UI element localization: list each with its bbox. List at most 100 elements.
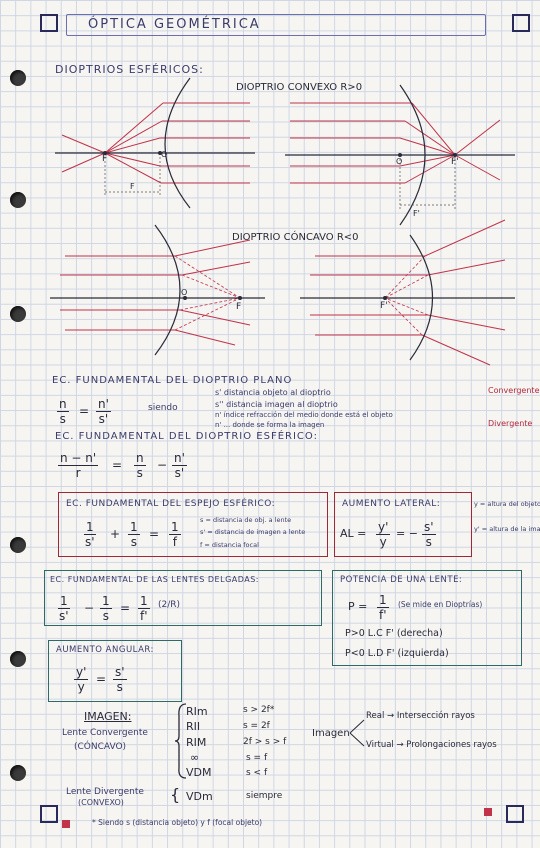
page-title: ÓPTICA GEOMÉTRICA: [88, 17, 261, 32]
convex-label: DIOPTRIO CONVEXO R>0: [236, 82, 363, 93]
lentes-box: [44, 570, 322, 626]
binder-hole: [10, 651, 26, 667]
lente-divergente-label: Lente Divergente: [66, 787, 144, 797]
origin-label: O: [396, 157, 403, 166]
imagen-cond: siempre: [246, 791, 283, 801]
plano-def: n' ... donde se forma la imagen: [215, 421, 325, 429]
minus-sign: −: [157, 458, 168, 472]
concavo-label: (CÓNCAVO): [74, 742, 127, 752]
equals-sign: =: [112, 458, 123, 472]
aumento-lateral-box: [334, 492, 472, 557]
fraction: n's': [96, 397, 111, 426]
binder-hole: [10, 70, 26, 86]
notebook-corner-icon: [506, 805, 524, 823]
siendo-label: siendo: [148, 403, 178, 413]
imagen-cond: s < f: [246, 768, 268, 778]
imagen-tipo: RIm: [186, 705, 208, 718]
dioptrios-heading: DIOPTRIOS ESFÉRICOS:: [55, 63, 204, 76]
plano-heading: EC. FUNDAMENTAL DEL DIOPTRIO PLANO: [52, 375, 293, 386]
fraction: y'y: [74, 665, 89, 694]
focus-label: F: [236, 302, 242, 312]
imagen-cond: 2f > s > f: [243, 737, 287, 747]
imagen-cond: s > 2f*: [243, 705, 275, 715]
focus-label: F': [451, 157, 459, 167]
aumento-angular-heading: AUMENTO ANGULAR:: [56, 645, 154, 655]
binder-hole: [10, 192, 26, 208]
convergente-note: Convergente: [488, 386, 540, 395]
imagen-cond: s = f: [246, 753, 268, 763]
esferico-heading: EC. FUNDAMENTAL DEL DIOPTRIO ESFÉRICO:: [55, 431, 318, 442]
fraction: n's': [172, 451, 187, 480]
notebook-corner-icon: [40, 805, 58, 823]
al-note: y' = altura de la imagen: [474, 525, 540, 533]
imagen-heading: IMAGEN:: [84, 710, 132, 723]
origin-label: O: [161, 150, 168, 159]
plano-def: s'' distancia imagen al dioptrio: [215, 400, 338, 409]
imagen-virtual: Virtual → Prolongaciones rayos: [366, 740, 497, 750]
aumento-angular-box: [48, 640, 182, 702]
focus-label: F: [130, 182, 135, 191]
imagen-tipo: VDM: [186, 766, 212, 779]
binder-hole: [10, 306, 26, 322]
brace-icon: [174, 703, 187, 779]
espejo-def: f = distancia focal: [200, 541, 259, 549]
espejo-box: [58, 492, 328, 557]
footnote: * Siendo s (distancia objeto) y f (focal…: [92, 818, 263, 827]
dioptrios-diagrams: [50, 77, 515, 366]
imagen-real: Real → Intersección rayos: [366, 711, 475, 721]
fraction: s's: [422, 520, 436, 549]
lentes-extra: (2/R): [158, 600, 181, 610]
fraction: y'y: [376, 520, 391, 549]
imagen-tipo: ∞: [190, 751, 200, 764]
potencia-row: P>0 L.C F' (derecha): [345, 628, 443, 639]
plano-def: s' distancia objeto al dioptrio: [215, 388, 331, 397]
equals-sign: =: [120, 601, 131, 615]
lente-convergente-label: Lente Convergente: [62, 728, 148, 738]
fraction: s's: [113, 665, 127, 694]
notebook-corner-icon: [512, 14, 530, 32]
title-box: [66, 14, 486, 36]
imagen-tipo: RII: [186, 720, 201, 733]
focus-label: F: [102, 154, 108, 164]
divergente-note: Divergente: [488, 419, 533, 428]
imagen-tipo: RIM: [186, 736, 207, 749]
equals-sign: = −: [396, 527, 418, 540]
potencia-box: [332, 570, 522, 666]
equals-sign: =: [79, 404, 90, 418]
origin-label: O: [181, 288, 188, 297]
notebook-corner-icon: [40, 14, 58, 32]
potencia-heading: POTENCIA DE UNA LENTE:: [340, 575, 463, 585]
fraction: n − n'r: [58, 451, 99, 480]
espejo-heading: EC. FUNDAMENTAL DEL ESPEJO ESFÉRICO:: [66, 499, 276, 509]
focus-label: F': [380, 301, 388, 311]
focus-label: F': [413, 209, 420, 218]
aumento-lateral-heading: AUMENTO LATERAL:: [342, 499, 441, 509]
binder-hole: [10, 537, 26, 553]
plano-def: n' índice refracción del medio donde est…: [215, 411, 393, 419]
red-tab: [484, 808, 492, 816]
potencia-unit: (Se mide en Dioptrías): [398, 600, 483, 609]
imagen-tipo: VDm: [186, 790, 213, 803]
arrow-icon: [349, 719, 365, 747]
equals-sign: =: [149, 527, 160, 541]
plus-sign: +: [110, 527, 121, 541]
espejo-def: s = distancia de obj. a lente: [200, 516, 292, 524]
red-tab: [62, 820, 70, 828]
al-note: y = altura del objeto: [474, 500, 540, 508]
concave-label: DIOPTRIO CÓNCAVO R<0: [232, 232, 359, 243]
lentes-heading: EC. FUNDAMENTAL DE LAS LENTES DELGADAS:: [50, 575, 259, 584]
potencia-row: P<0 L.D F' (izquierda): [345, 648, 449, 659]
espejo-def: s' = distancia de imagen a lente: [200, 528, 306, 536]
binder-hole: [10, 765, 26, 781]
al-label: AL =: [340, 527, 367, 540]
p-label: P =: [348, 600, 368, 613]
brace-icon: {: [170, 785, 181, 804]
